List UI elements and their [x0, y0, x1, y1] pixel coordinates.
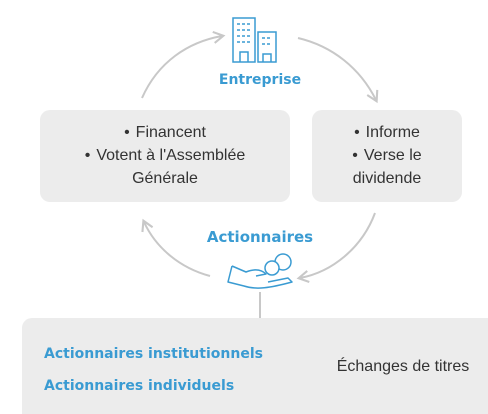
hand-with-coins-icon: [227, 253, 293, 289]
bullet-text: Informe: [354, 124, 420, 141]
bullet-text-continued: dividende: [352, 170, 422, 187]
entreprise-label: Entreprise: [218, 72, 302, 88]
action-item: Financent: [40, 121, 290, 144]
bullet-text: Verse le: [352, 147, 421, 164]
action-item: Verse le dividende: [312, 144, 462, 190]
company-actions-box: Informe Verse le dividende: [312, 110, 462, 202]
institutional-holders-label: Actionnaires institutionnels: [44, 346, 263, 362]
arrow-to-right-box: [297, 37, 379, 104]
actionnaires-label: Actionnaires: [206, 228, 314, 246]
action-item: Votent à l'Assemblée Générale: [40, 144, 290, 190]
bullet-text: Financent: [124, 124, 206, 141]
arrow-to-entreprise: [141, 30, 226, 99]
bullet-text: Votent à l'Assemblée: [85, 147, 246, 164]
shareholder-actions-box: Financent Votent à l'Assemblée Générale: [40, 110, 290, 202]
exchange-label: Échanges de titres: [336, 358, 470, 375]
action-item: Informe: [312, 121, 462, 144]
office-buildings-icon: [232, 17, 277, 63]
arrow-to-actionnaires: [296, 212, 376, 283]
individual-holders-label: Actionnaires individuels: [44, 378, 235, 394]
shareholder-types-panel: [22, 318, 488, 414]
arrow-to-left-box: [141, 218, 211, 277]
bullet-text-continued: Générale: [132, 170, 198, 187]
